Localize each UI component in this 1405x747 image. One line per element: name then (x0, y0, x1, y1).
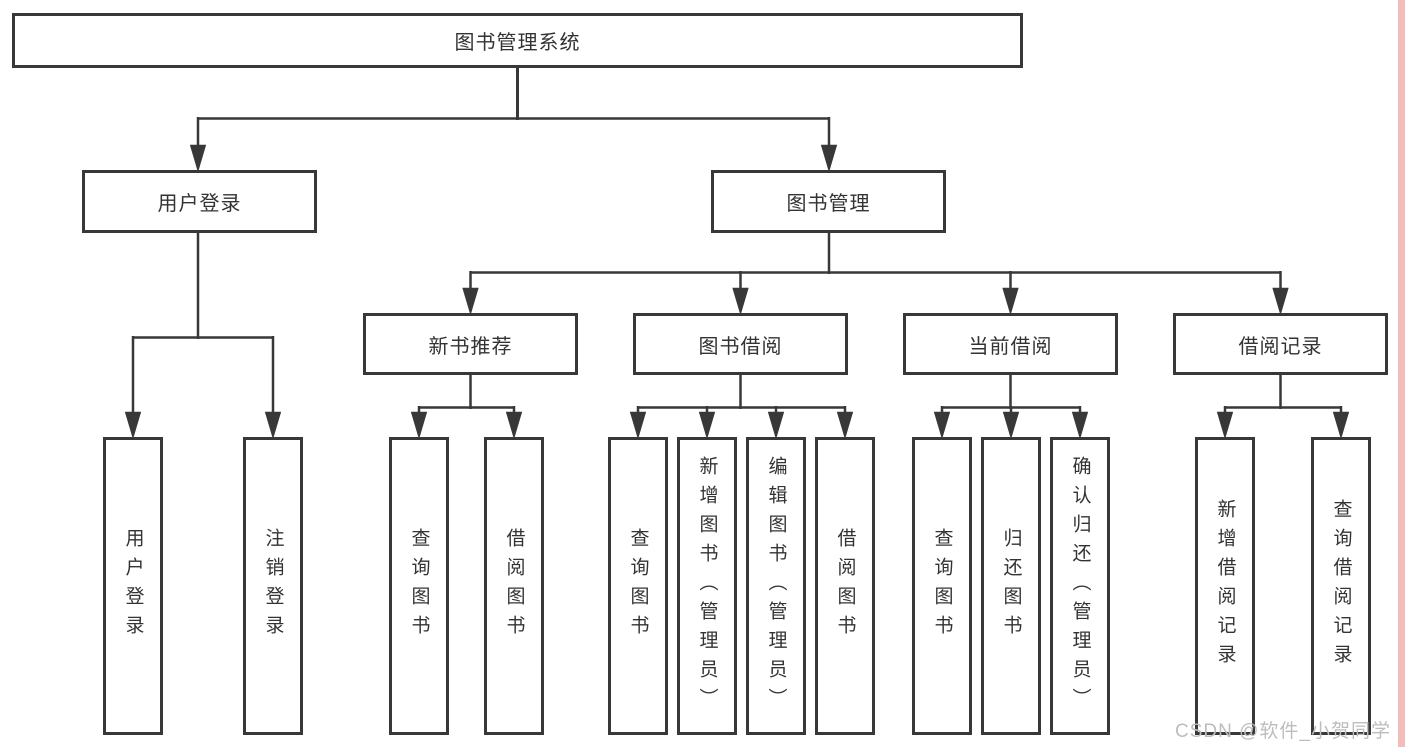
leaf-add-borrow-record: 新增借阅记录 (1195, 437, 1255, 735)
leaf-label: 查询借阅记录 (1330, 499, 1352, 673)
node-label: 图书管理 (786, 193, 871, 215)
leaf-add-book-admin: 新增图书（管理员） (677, 437, 737, 735)
leaf-label: 用户登录 (122, 528, 144, 644)
node-label: 借阅记录 (1238, 335, 1323, 358)
leaf-label: 确认归还（管理员） (1069, 455, 1091, 717)
node-label: 当前借阅 (968, 335, 1053, 358)
leaf-borrow-book-1: 借阅图书 (484, 437, 544, 735)
node-label: 用户登录 (157, 193, 242, 215)
leaf-label: 归还图书 (1000, 528, 1022, 644)
node-user-login: 用户登录 (82, 170, 317, 233)
leaf-confirm-return-admin: 确认归还（管理员） (1050, 437, 1110, 735)
leaf-return-book: 归还图书 (981, 437, 1041, 735)
right-edge-strip (1398, 0, 1405, 747)
leaf-label: 借阅图书 (503, 528, 525, 644)
leaf-logout: 注销登录 (243, 437, 303, 735)
leaf-label: 编辑图书（管理员） (765, 455, 787, 717)
node-system-root: 图书管理系统 (12, 13, 1023, 68)
leaf-label: 注销登录 (262, 528, 284, 644)
node-current-borrow: 当前借阅 (903, 313, 1118, 375)
leaf-label: 查询图书 (627, 528, 649, 644)
node-book-management: 图书管理 (711, 170, 946, 233)
node-label: 图书管理系统 (454, 32, 581, 54)
leaf-label: 新增图书（管理员） (696, 455, 718, 717)
leaf-label: 借阅图书 (834, 528, 856, 644)
node-label: 图书借阅 (698, 335, 783, 358)
leaf-borrow-book-2: 借阅图书 (815, 437, 875, 735)
node-borrow-record: 借阅记录 (1173, 313, 1388, 375)
leaf-label: 查询图书 (931, 528, 953, 644)
node-label: 新书推荐 (428, 335, 513, 358)
leaf-query-book-3: 查询图书 (912, 437, 972, 735)
leaf-query-borrow-record: 查询借阅记录 (1311, 437, 1371, 735)
leaf-query-book-2: 查询图书 (608, 437, 668, 735)
watermark-text: CSDN @软件_小贺同学 (1175, 721, 1391, 742)
leaf-user-login: 用户登录 (103, 437, 163, 735)
leaf-query-book-1: 查询图书 (389, 437, 449, 735)
leaf-label: 新增借阅记录 (1214, 499, 1236, 673)
leaf-edit-book-admin: 编辑图书（管理员） (746, 437, 806, 735)
node-new-book-recommend: 新书推荐 (363, 313, 578, 375)
node-book-borrow: 图书借阅 (633, 313, 848, 375)
leaf-label: 查询图书 (408, 528, 430, 644)
